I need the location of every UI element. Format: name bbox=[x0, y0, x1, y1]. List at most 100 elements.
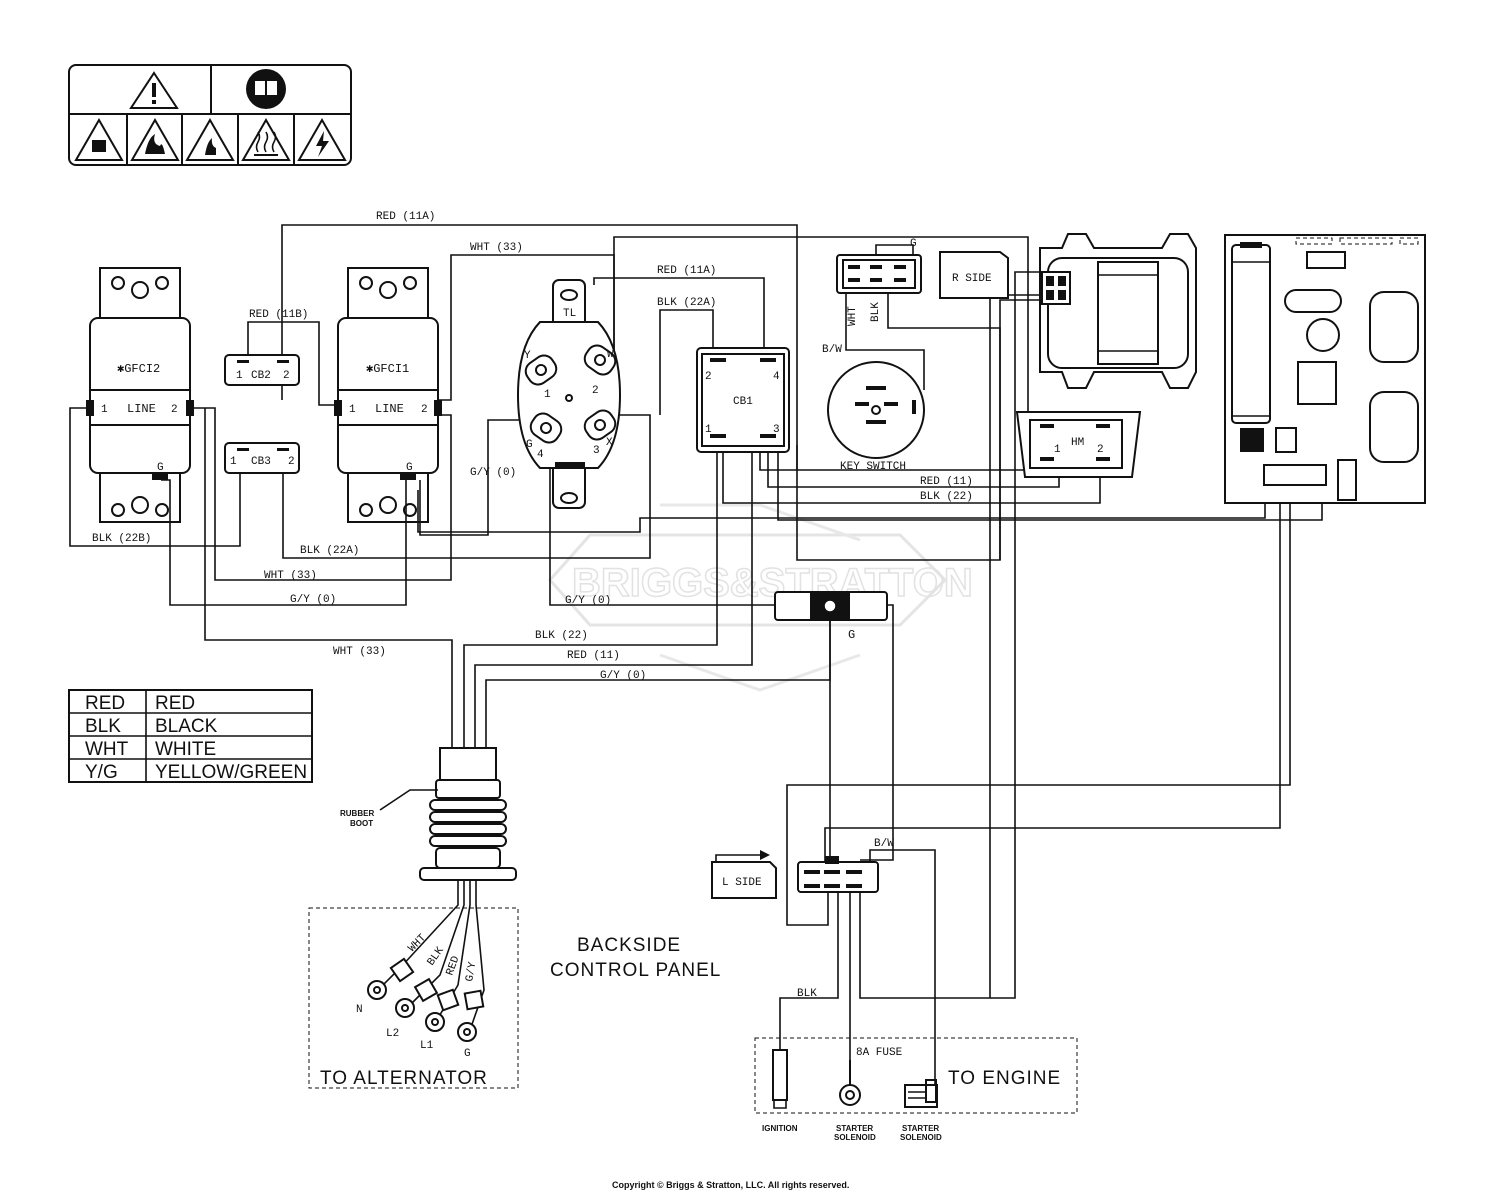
panel-title: CONTROL PANEL bbox=[550, 960, 721, 981]
cb1-label: CB1 bbox=[733, 396, 753, 408]
pin-label: 1 bbox=[101, 404, 108, 416]
read-manual-icon bbox=[246, 69, 286, 109]
legend-name: BLACK bbox=[155, 716, 218, 737]
starter-label: STARTER bbox=[902, 1124, 939, 1133]
legend-code: Y/G bbox=[85, 762, 118, 783]
pin-label: 1 bbox=[544, 389, 551, 401]
tl-label: TL bbox=[563, 308, 576, 320]
legend-code: RED bbox=[85, 693, 125, 714]
cb3-breaker bbox=[224, 442, 300, 474]
pin-label: X bbox=[606, 437, 613, 449]
lead-label: WHT bbox=[406, 932, 429, 955]
wire-label: G bbox=[910, 238, 917, 250]
solenoid-label: SOLENOID bbox=[834, 1133, 876, 1142]
wire-label: RED (11B) bbox=[249, 309, 308, 321]
control-circuit-board bbox=[1224, 234, 1426, 504]
cb2-breaker bbox=[224, 354, 300, 386]
pin-label: 4 bbox=[773, 371, 780, 383]
terminal-label: L1 bbox=[420, 1040, 434, 1052]
watermark-text: BRIGGS&STRATTON bbox=[572, 561, 973, 605]
r-side-label: R SIDE bbox=[952, 273, 992, 285]
line-label: LINE bbox=[127, 402, 156, 416]
engine-box bbox=[754, 1037, 1078, 1114]
rubber-boot-label: RUBBER bbox=[340, 809, 374, 818]
pin-label: 1 bbox=[230, 456, 237, 468]
wire-label: BLK (22A) bbox=[657, 297, 716, 309]
watermark: BRIGGS&STRATTON bbox=[547, 503, 974, 692]
fire-hazard-icon bbox=[130, 117, 180, 161]
r-side-tag bbox=[939, 251, 1009, 299]
wire-label: WHT (33) bbox=[264, 570, 317, 582]
color-legend bbox=[68, 689, 313, 783]
engine-title: TO ENGINE bbox=[948, 1068, 1061, 1089]
panel-title: BACKSIDE bbox=[577, 935, 681, 956]
pin-label: 2 bbox=[421, 404, 428, 416]
legend-name: WHITE bbox=[155, 739, 216, 760]
key-switch bbox=[827, 254, 925, 459]
legend-name: RED bbox=[155, 693, 195, 714]
wire-label: G/Y (0) bbox=[600, 670, 646, 682]
wire-label: RED (11A) bbox=[657, 265, 716, 277]
copyright: Copyright © Briggs & Stratton, LLC. All … bbox=[612, 1180, 849, 1190]
pin-label: 2 bbox=[283, 370, 290, 382]
rubber-boot-label: BOOT bbox=[350, 819, 373, 828]
wire-label: BLK bbox=[870, 302, 882, 322]
wire-label: BLK (22) bbox=[920, 491, 973, 503]
safety-label bbox=[68, 64, 352, 166]
electric-shock-icon bbox=[297, 117, 347, 161]
cb2-label: CB2 bbox=[251, 370, 271, 382]
flammable-icon bbox=[185, 117, 235, 161]
pin-label: 2 bbox=[705, 371, 712, 383]
gfci2-label: ✱GFCI2 bbox=[117, 362, 160, 376]
wire-label: G/Y (0) bbox=[470, 467, 516, 479]
alternator-box bbox=[308, 880, 519, 1089]
wire-label: RED (11) bbox=[920, 476, 973, 488]
ground-label: G bbox=[848, 628, 855, 642]
gfci1-label: ✱GFCI1 bbox=[366, 362, 409, 376]
pin-label: 2 bbox=[1097, 444, 1104, 456]
pin-label: 1 bbox=[1054, 444, 1061, 456]
pin-label: 2 bbox=[592, 385, 599, 397]
terminal-label: N bbox=[356, 1004, 363, 1016]
explosion-hazard-icon bbox=[74, 117, 124, 161]
ground-terminal-block bbox=[774, 591, 888, 621]
key-switch-label: KEY SWITCH bbox=[840, 461, 906, 473]
starter-label: STARTER bbox=[836, 1124, 873, 1133]
lead-label: G/Y bbox=[464, 961, 479, 983]
wire-label: G/Y (0) bbox=[565, 595, 611, 607]
cb1-breaker bbox=[696, 347, 790, 453]
terminal-label: G bbox=[464, 1048, 471, 1060]
terminal-label: L2 bbox=[386, 1028, 399, 1040]
pin-label: 2 bbox=[288, 456, 295, 468]
wire-label: WHT bbox=[847, 306, 859, 326]
gfci1-receptacle bbox=[334, 267, 442, 523]
pin-label: G bbox=[406, 462, 413, 474]
fuse-label: 8A FUSE bbox=[856, 1047, 903, 1059]
pin-label: Y bbox=[524, 350, 531, 362]
wire-label: BLK bbox=[797, 988, 817, 1000]
pin-label: 3 bbox=[593, 445, 600, 457]
warning-triangle-icon bbox=[129, 71, 179, 109]
hot-surface-icon bbox=[241, 117, 291, 161]
pin-label: 1 bbox=[236, 370, 243, 382]
cb3-label: CB3 bbox=[251, 456, 271, 468]
pin-label: 1 bbox=[705, 424, 712, 436]
wire-label: BLK (22B) bbox=[92, 533, 151, 545]
rubber-boot bbox=[379, 747, 517, 881]
wire-label: RED (11A) bbox=[376, 211, 435, 223]
transformer-module bbox=[1039, 233, 1197, 389]
pin-label: G bbox=[526, 439, 533, 451]
hour-meter bbox=[1015, 411, 1142, 478]
wire-label: G/Y (0) bbox=[290, 594, 336, 606]
twist-lock-receptacle bbox=[516, 279, 622, 509]
pin-label: 4 bbox=[537, 449, 544, 461]
solenoid-label: SOLENOID bbox=[900, 1133, 942, 1142]
pin-label: 1 bbox=[349, 404, 356, 416]
wire-label: BLK (22) bbox=[535, 630, 588, 642]
line-label: LINE bbox=[375, 402, 404, 416]
legend-code: WHT bbox=[85, 739, 129, 760]
alternator-title: TO ALTERNATOR bbox=[320, 1068, 488, 1089]
pin-label: 3 bbox=[773, 424, 780, 436]
legend-code: BLK bbox=[85, 716, 121, 737]
